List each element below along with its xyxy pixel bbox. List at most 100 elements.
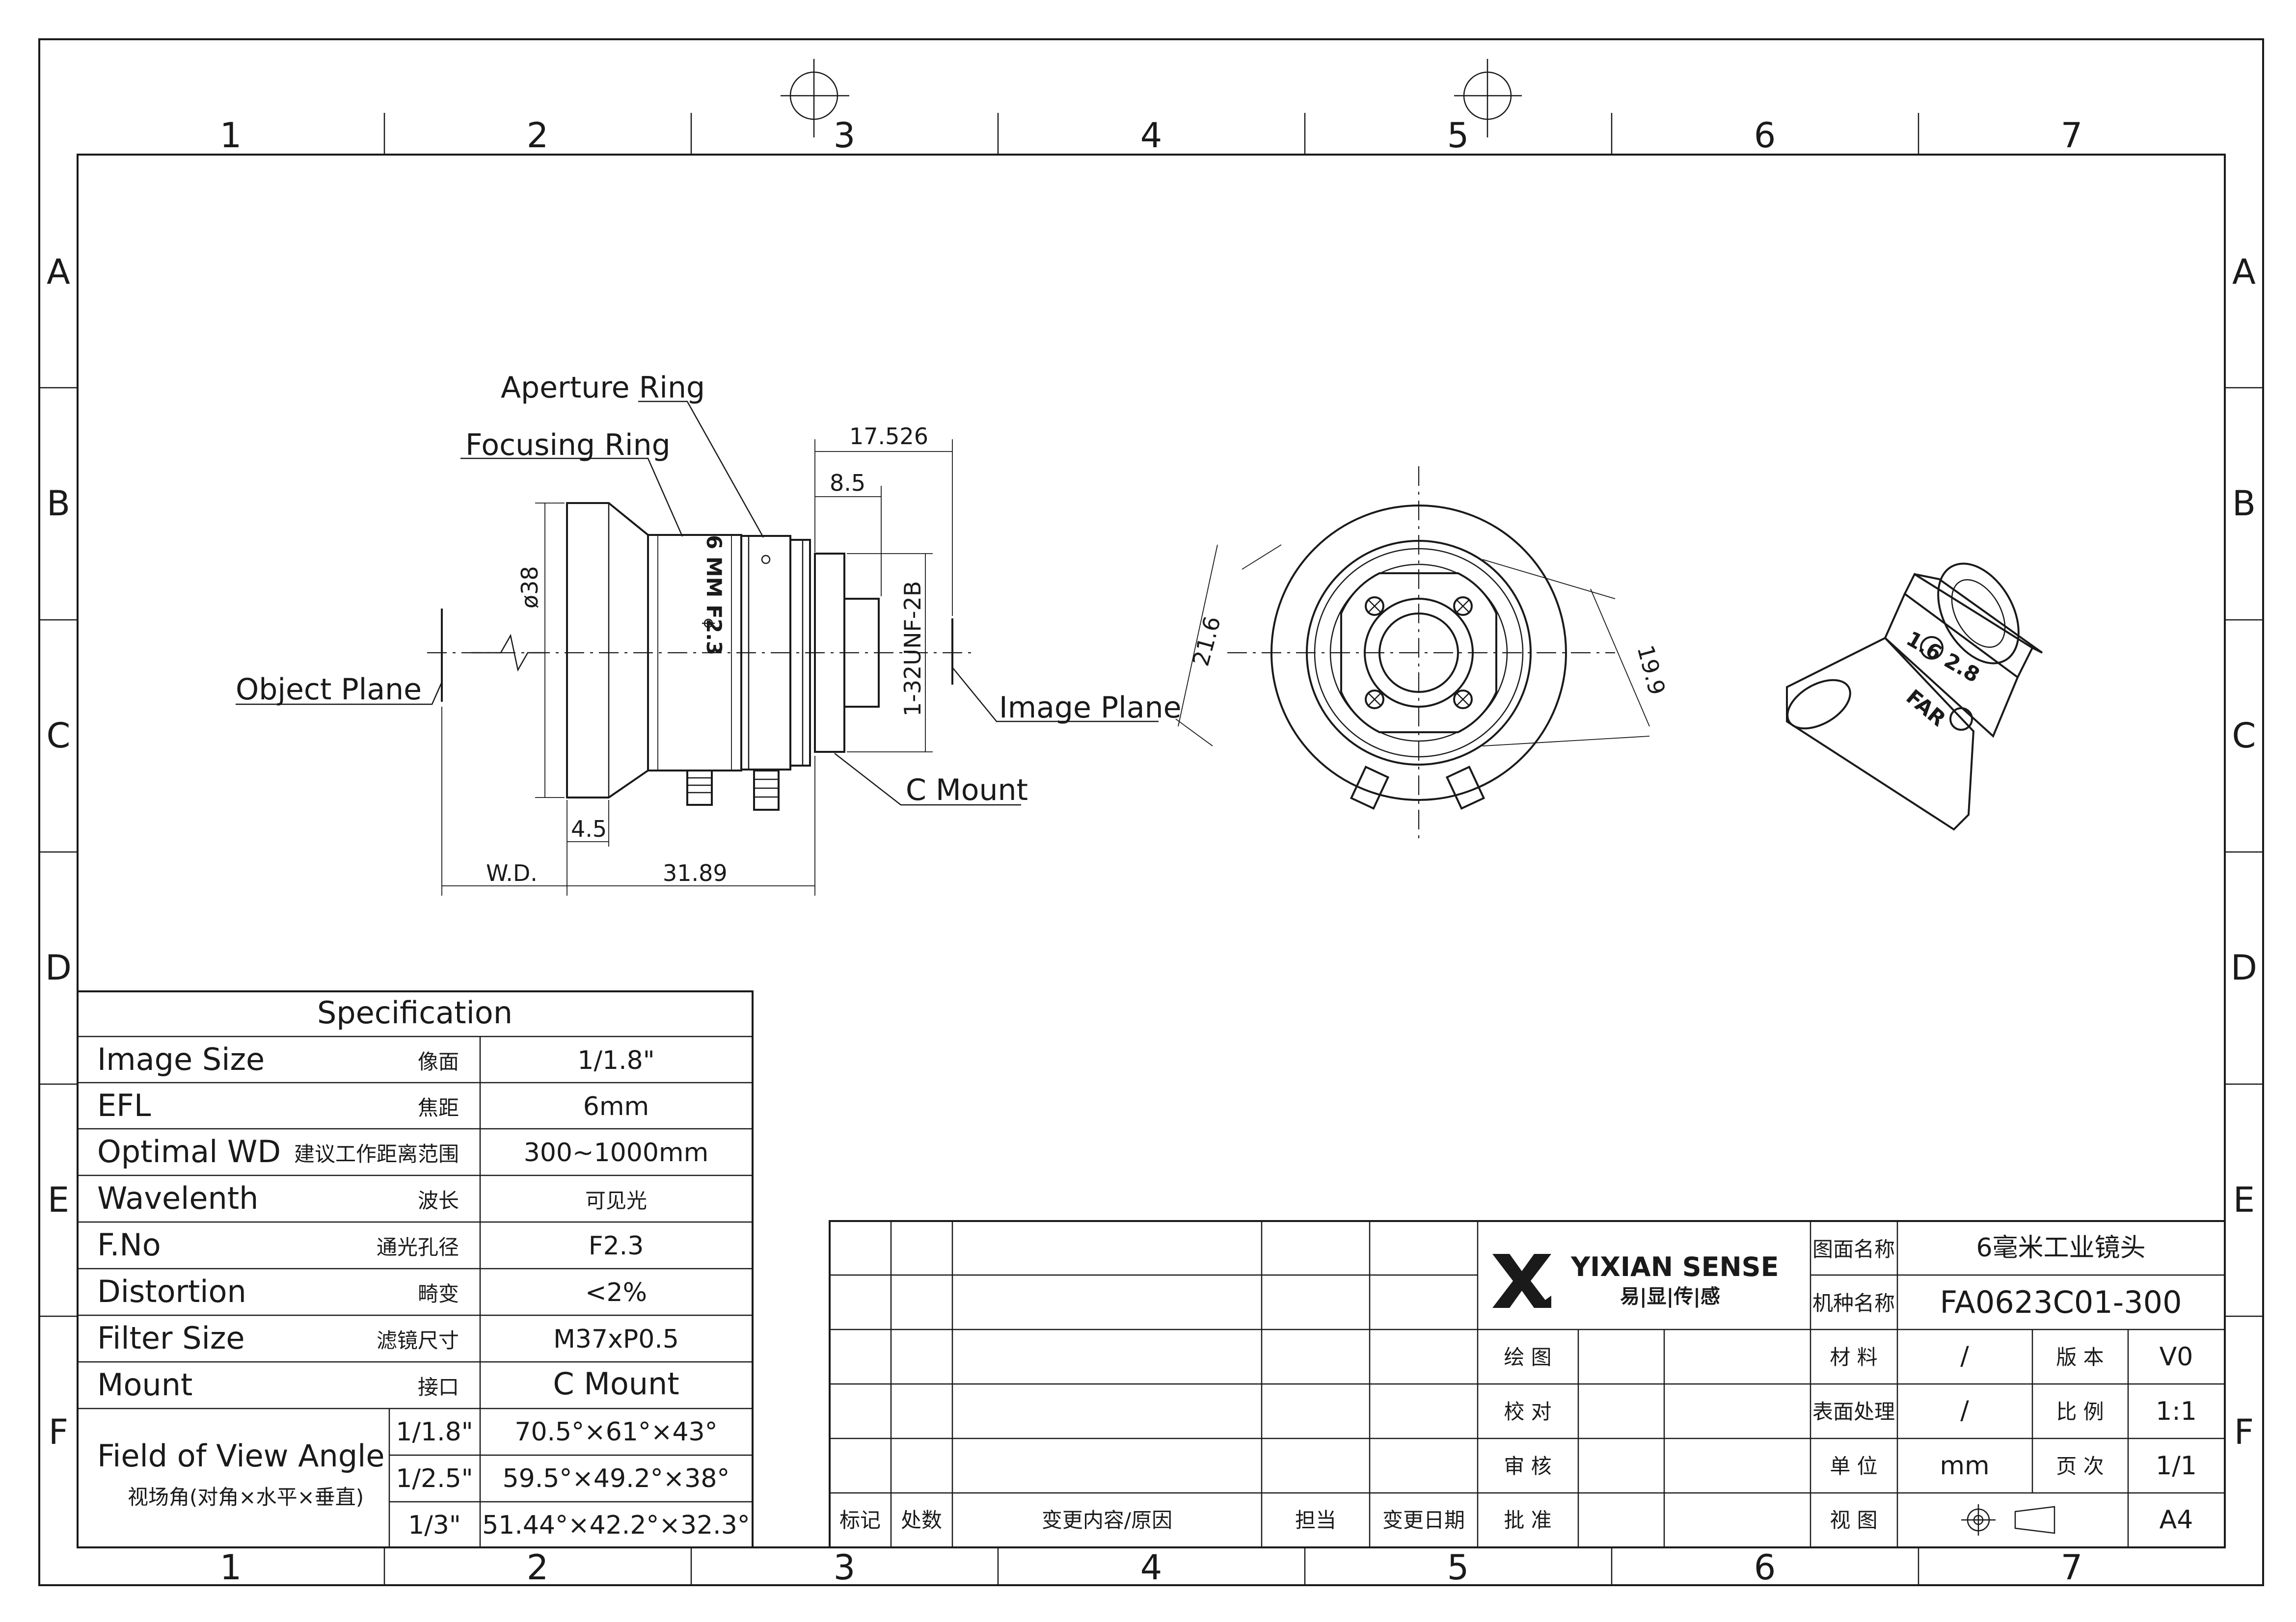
mount-screws <box>1365 596 1473 709</box>
rev-header-mark: 标记 <box>839 1508 881 1532</box>
col-label-top-7: 7 <box>2061 115 2083 156</box>
role-approved: 批 准 <box>1504 1508 1551 1532</box>
spec-row-value: M37xP0.5 <box>553 1325 679 1354</box>
spec-row-label: Mount <box>97 1367 192 1403</box>
col-label-bottom-4: 4 <box>1140 1547 1162 1588</box>
version-value: V0 <box>2160 1342 2193 1372</box>
rev-header-content: 变更内容/原因 <box>1042 1508 1172 1532</box>
fov-value: 51.44°×42.2°×32.3° <box>482 1511 750 1540</box>
fov-format: 1/3" <box>408 1511 461 1540</box>
row-label-left-c: C <box>47 716 71 756</box>
spec-row-value: 1/1.8" <box>577 1046 654 1075</box>
model-label: 机种名称 <box>1812 1291 1895 1315</box>
spec-row-label-cn: 接口 <box>418 1375 459 1399</box>
dim-front-cone: 4.5 <box>571 816 607 842</box>
row-label-left-d: D <box>45 948 72 988</box>
role-checked: 校 对 <box>1504 1400 1551 1424</box>
page-value: 1/1 <box>2156 1451 2197 1481</box>
rev-header-owner: 担当 <box>1295 1508 1336 1532</box>
centering-mark-right <box>1454 59 1522 137</box>
brand-logo: YIXIAN SENSE 易|显|传|感 <box>1492 1251 1779 1308</box>
row-label-left-a: A <box>47 252 70 292</box>
spec-row-label-cn: 焦距 <box>418 1096 459 1120</box>
spec-row-value: 300~1000mm <box>524 1138 708 1168</box>
spec-row-label: Wavelenth <box>97 1180 258 1216</box>
row-label-left-b: B <box>47 483 70 524</box>
fov-label: Field of View Angle <box>97 1438 385 1474</box>
row-label-right-a: A <box>2232 252 2256 292</box>
row-label-left-e: E <box>48 1180 69 1220</box>
focusing-ring-label: Focusing Ring <box>465 428 671 462</box>
unit-label: 单 位 <box>1830 1454 1877 1478</box>
spec-row-value: C Mount <box>553 1366 679 1402</box>
spec-row-value: F2.3 <box>589 1231 644 1261</box>
fov-format: 1/1.8" <box>396 1417 473 1447</box>
col-label-top-2: 2 <box>527 115 549 156</box>
col-label-top-5: 5 <box>1447 115 1469 156</box>
col-label-bottom-6: 6 <box>1754 1547 1776 1588</box>
col-label-bottom-2: 2 <box>527 1547 549 1588</box>
spec-row-label-cn: 畸变 <box>418 1282 459 1306</box>
lens-front-cone <box>566 502 649 798</box>
dim-diameter: ø38 <box>516 566 543 609</box>
c-mount-label: C Mount <box>906 773 1028 807</box>
col-label-top-1: 1 <box>220 115 242 156</box>
col-label-bottom-3: 3 <box>834 1547 856 1588</box>
spec-row-label-cn: 滤镜尺寸 <box>377 1329 459 1353</box>
object-plane-label: Object Plane <box>236 672 422 707</box>
spec-row-label-cn: 通光孔径 <box>377 1235 459 1259</box>
surface-value: / <box>1960 1396 1969 1425</box>
row-label-right-e: E <box>2233 1180 2255 1220</box>
col-label-bottom-5: 5 <box>1447 1547 1469 1588</box>
col-label-top-4: 4 <box>1140 115 1162 156</box>
row-label-right-d: D <box>2231 948 2257 988</box>
paper-size: A4 <box>2160 1505 2193 1535</box>
fov-format: 1/2.5" <box>396 1464 473 1493</box>
title-block: YIXIAN SENSE 易|显|传|感 标记 处数 变更内容/原因 担当 变更… <box>829 1220 2226 1548</box>
drawing-frame: 1 2 3 4 5 6 7 1 2 3 4 5 6 7 A B C D E F … <box>38 38 2264 1588</box>
projection-symbol-icon <box>1961 1504 2055 1536</box>
col-label-top-6: 6 <box>1754 115 1776 156</box>
spec-row-label: Optimal WD <box>97 1134 281 1170</box>
spec-title: Specification <box>317 995 513 1031</box>
spec-row-value: 可见光 <box>585 1189 647 1213</box>
row-label-right-c: C <box>2232 716 2256 756</box>
col-label-bottom-7: 7 <box>2061 1547 2083 1588</box>
material-label: 材 料 <box>1830 1345 1877 1369</box>
brand-name: YIXIAN SENSE <box>1570 1251 1779 1282</box>
aperture-ring-label: Aperture Ring <box>501 371 705 405</box>
page-label: 页 次 <box>2056 1454 2104 1478</box>
spec-row-value: <2% <box>585 1278 647 1307</box>
fov-value: 70.5°×61°×43° <box>514 1417 717 1447</box>
spec-row-label-cn: 波长 <box>418 1189 459 1213</box>
brand-name-cn: 易|显|传|感 <box>1620 1285 1720 1308</box>
dim-screw-spacing: 21.6 <box>1187 613 1226 669</box>
drawing-name: 6毫米工业镜头 <box>1976 1233 2145 1263</box>
material-value: / <box>1960 1341 1969 1371</box>
spec-row-label: F.No <box>97 1227 161 1263</box>
surface-label: 表面处理 <box>1812 1400 1895 1424</box>
spec-row-label: Distortion <box>97 1274 246 1309</box>
row-label-right-b: B <box>2232 483 2256 524</box>
spec-row-label: Image Size <box>97 1041 265 1077</box>
col-label-top-3: 3 <box>834 115 856 156</box>
fov-value: 59.5°×49.2°×38° <box>503 1464 730 1493</box>
spec-row-label: EFL <box>97 1088 151 1123</box>
dim-total-length: 31.89 <box>663 860 728 886</box>
isometric-view: 1.6 2.8 FAR <box>1786 562 2043 831</box>
dim-thread-spec: 1-32UNF-2B <box>899 581 926 717</box>
drawing-name-label: 图面名称 <box>1812 1237 1895 1261</box>
spec-row-label-cn: 像面 <box>418 1050 459 1074</box>
dim-flange-back: 17.526 <box>849 423 928 450</box>
image-plane-label: Image Plane <box>999 691 1182 725</box>
dim-screw-offset: 19.9 <box>1632 642 1671 698</box>
specification-table: Specification Image Size 像面 1/1.8" EFL 焦… <box>77 990 754 1548</box>
dim-thread-length: 8.5 <box>830 470 865 496</box>
row-label-left-f: F <box>49 1412 68 1452</box>
spec-row-value: 6mm <box>583 1092 649 1121</box>
unit-value: mm <box>1940 1451 1989 1481</box>
barrel-engraving: 6 MM F2.3 <box>702 535 726 655</box>
side-view: 6 MM F2.3 Aperture Ring Focusing Ring Ob… <box>236 371 1182 896</box>
role-drawn: 绘 图 <box>1504 1345 1551 1369</box>
